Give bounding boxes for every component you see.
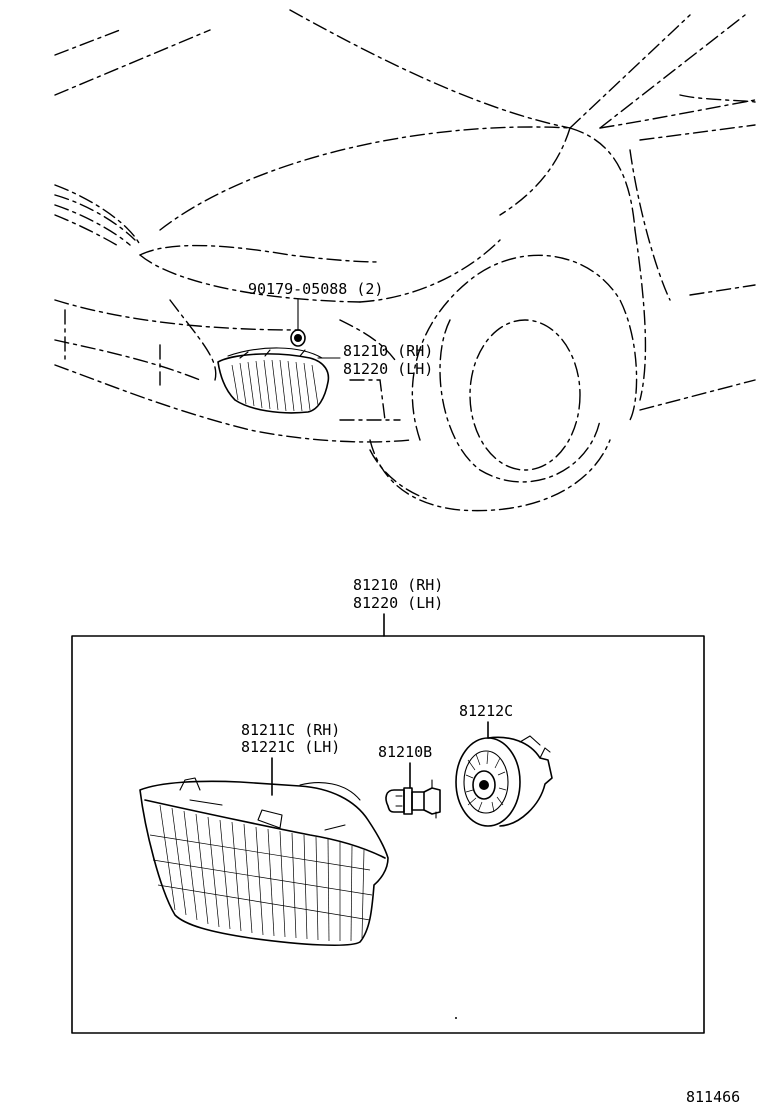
lamp-lh-callout: 81220 (LH) [343,360,433,378]
nut-callout: 90179-05088 (2) [248,280,383,298]
socket-callout: 81212C [459,702,513,720]
lens-lh-callout: 81221C (LH) [241,738,340,756]
lens-rh-callout: 81211C (RH) [241,721,340,739]
fog-lamp-on-vehicle [217,347,330,414]
vehicle-front-illustration [54,9,756,512]
nut-on-vehicle [290,329,306,347]
assembly-frame [71,635,705,1034]
assembly-rh-callout: 81210 (RH) [353,576,443,594]
assembly-lh-callout: 81220 (LH) [353,594,443,612]
fog-lamp-socket [455,735,553,827]
lamp-rh-callout: 81210 (RH) [343,342,433,360]
fog-lamp-bulb [385,779,441,819]
fog-lamp-lens [139,777,389,947]
illustration-number: 811466 [686,1088,740,1106]
bulb-callout: 81210B [378,743,432,761]
